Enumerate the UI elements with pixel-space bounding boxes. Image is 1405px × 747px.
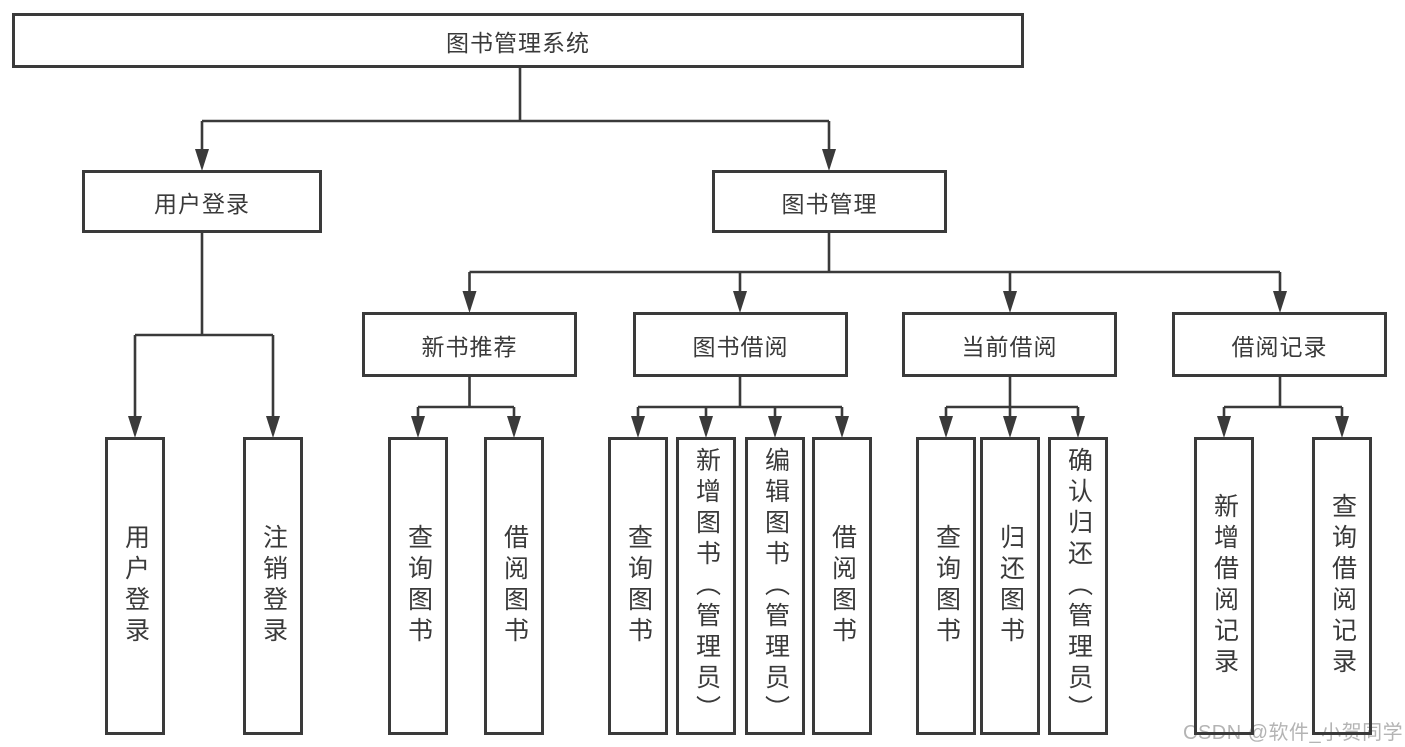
connector-book-borrowing-children — [631, 377, 849, 438]
connector-user-login-children — [128, 233, 280, 438]
arrowhead-icon — [835, 416, 849, 438]
leaf-query-borrow-record-label: 查询借阅记录 — [1328, 493, 1357, 679]
arrowhead-icon — [939, 416, 953, 438]
leaf-add-borrow-record: 新增借阅记录 — [1194, 437, 1254, 735]
arrowhead-icon — [266, 416, 280, 438]
arrowhead-icon — [733, 291, 747, 313]
leaf-current-query-book-label: 查询图书 — [932, 524, 961, 648]
leaf-user-login-label: 用户登录 — [121, 524, 150, 648]
node-user-login-label: 用户登录 — [154, 190, 250, 217]
arrowhead-icon — [768, 416, 782, 438]
arrowhead-icon — [1003, 416, 1017, 438]
leaf-borrowing-query-book: 查询图书 — [608, 437, 668, 735]
leaf-confirm-return-admin: 确认归还（管理员） — [1048, 437, 1108, 735]
leaf-return-book-label: 归还图书 — [996, 524, 1025, 648]
connector-borrowing-records-children — [1217, 377, 1349, 438]
node-book-management-label: 图书管理 — [781, 190, 878, 217]
node-current-borrowing: 当前借阅 — [902, 312, 1117, 377]
csdn-watermark: CSDN @软件_小贺同学 — [1183, 722, 1404, 744]
node-current-borrowing-label: 当前借阅 — [961, 333, 1058, 360]
arrowhead-icon — [1273, 291, 1287, 313]
arrowhead-icon — [1003, 291, 1017, 313]
node-new-book-recommendation: 新书推荐 — [362, 312, 577, 377]
arrowhead-icon — [1071, 416, 1085, 438]
arrowhead-icon — [128, 416, 142, 438]
leaf-add-book-admin-label: 新增图书（管理员） — [692, 446, 721, 726]
leaf-add-borrow-record-label: 新增借阅记录 — [1210, 493, 1239, 679]
leaf-confirm-return-admin-label: 确认归还（管理员） — [1064, 446, 1093, 726]
leaf-return-book: 归还图书 — [980, 437, 1040, 735]
arrowhead-icon — [1217, 416, 1231, 438]
node-root-label: 图书管理系统 — [446, 29, 590, 56]
leaf-borrowing-borrow-book: 借阅图书 — [812, 437, 872, 735]
leaf-query-borrow-record: 查询借阅记录 — [1312, 437, 1372, 735]
node-book-management: 图书管理 — [712, 170, 947, 233]
connector-book-management-children — [462, 233, 1287, 313]
leaf-user-login: 用户登录 — [105, 437, 165, 735]
node-borrowing-records: 借阅记录 — [1172, 312, 1387, 377]
arrowhead-icon — [411, 416, 425, 438]
leaf-current-query-book: 查询图书 — [916, 437, 976, 735]
leaf-borrowing-query-book-label: 查询图书 — [624, 524, 653, 648]
node-root: 图书管理系统 — [12, 13, 1024, 68]
leaf-recommend-borrow-book: 借阅图书 — [484, 437, 544, 735]
leaf-add-book-admin: 新增图书（管理员） — [676, 437, 736, 735]
connector-new-book-recommendation-children — [411, 377, 521, 438]
arrowhead-icon — [699, 416, 713, 438]
leaf-edit-book-admin: 编辑图书（管理员） — [745, 437, 805, 735]
node-user-login: 用户登录 — [82, 170, 322, 233]
node-book-borrowing: 图书借阅 — [633, 312, 848, 377]
leaf-logout: 注销登录 — [243, 437, 303, 735]
leaf-edit-book-admin-label: 编辑图书（管理员） — [761, 446, 790, 726]
arrowhead-icon — [195, 149, 209, 171]
arrowhead-icon — [1335, 416, 1349, 438]
leaf-borrowing-borrow-book-label: 借阅图书 — [828, 524, 857, 648]
leaf-recommend-query-book-label: 查询图书 — [404, 524, 433, 648]
node-borrowing-records-label: 借阅记录 — [1231, 333, 1328, 360]
leaf-recommend-query-book: 查询图书 — [388, 437, 448, 735]
connector-root-to-level2 — [195, 68, 836, 171]
node-book-borrowing-label: 图书借阅 — [692, 333, 789, 360]
leaf-logout-label: 注销登录 — [259, 524, 288, 648]
leaf-recommend-borrow-book-label: 借阅图书 — [500, 524, 529, 648]
arrowhead-icon — [822, 149, 836, 171]
arrowhead-icon — [631, 416, 645, 438]
node-new-book-recommendation-label: 新书推荐 — [421, 333, 518, 360]
arrowhead-icon — [462, 291, 477, 313]
arrowhead-icon — [507, 416, 521, 438]
connector-current-borrowing-children — [939, 377, 1085, 438]
